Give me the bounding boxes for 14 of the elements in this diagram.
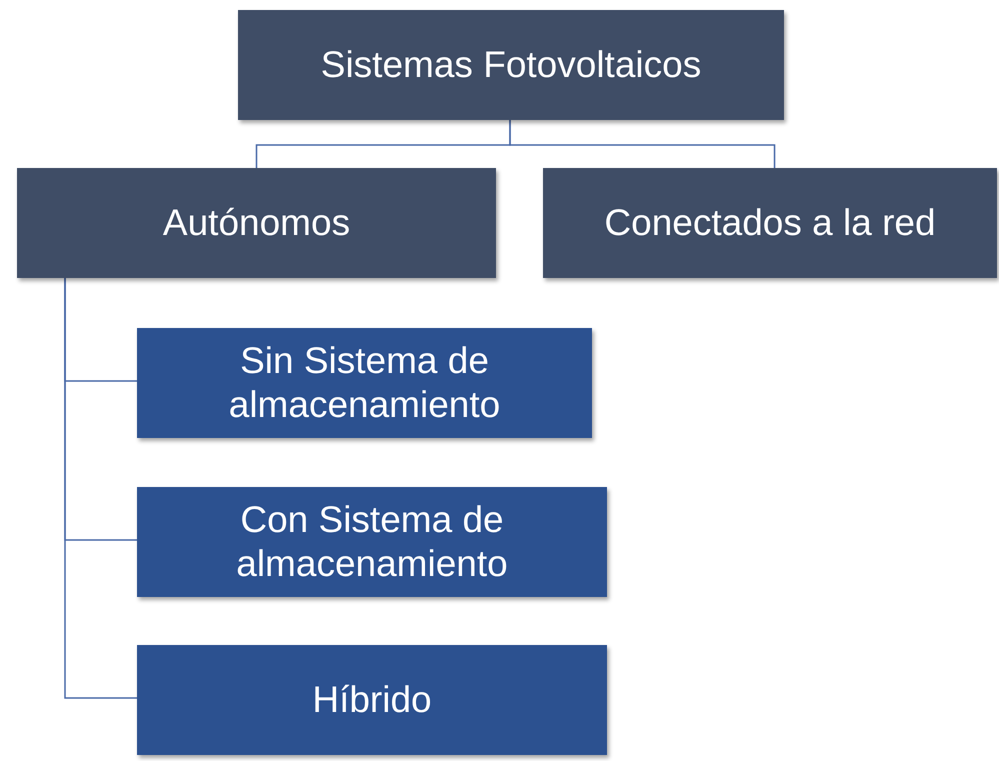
box-label: Híbrido	[311, 678, 433, 722]
category-box	[137, 328, 592, 438]
box-label: Sin Sistema de almacenamiento	[228, 338, 502, 427]
category-box	[137, 487, 607, 597]
connector-line	[509, 120, 776, 168]
box-label: Conectados a la red	[603, 200, 937, 245]
category-box	[238, 10, 784, 120]
box-label: Con Sistema de almacenamiento	[235, 498, 509, 586]
category-box	[17, 168, 496, 278]
box-label: Sistemas Fotovoltaicos	[320, 42, 702, 87]
box-label: Autónomos	[162, 200, 352, 245]
connector-line	[64, 278, 137, 699]
category-box	[543, 168, 997, 278]
category-box	[137, 645, 607, 755]
